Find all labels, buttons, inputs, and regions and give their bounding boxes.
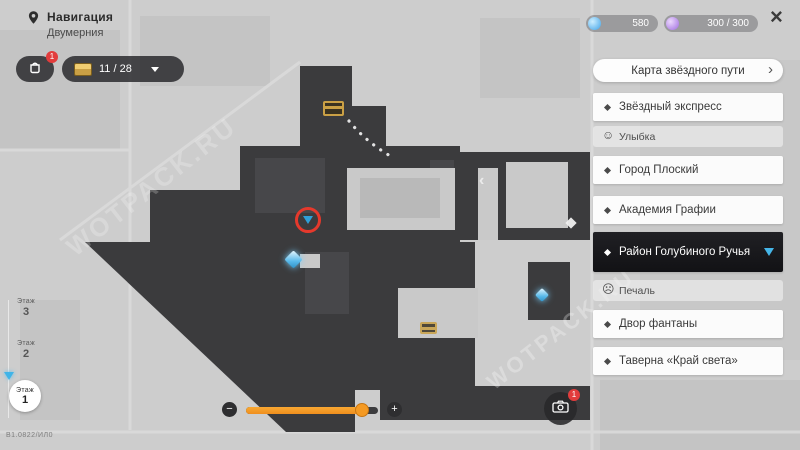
- camera-button[interactable]: 1: [544, 389, 580, 425]
- floor-caption: Этаж: [16, 386, 34, 394]
- version-watermark: В1.0822/ИЛ0: [6, 432, 54, 439]
- stamina-value: 580: [632, 18, 649, 29]
- chest-marker: [420, 322, 437, 334]
- route-dots: [347, 119, 394, 159]
- map-exit-arrow-icon: ‹: [479, 172, 485, 189]
- floor-caption: Этаж: [17, 298, 35, 305]
- floor-2-button[interactable]: Этаж 2: [9, 340, 43, 360]
- chest-count-value: 11 / 28: [99, 63, 132, 75]
- list-item-fountain-court[interactable]: Двор фантаны: [593, 310, 783, 338]
- list-item-label: Двор фантаны: [619, 318, 698, 330]
- zoom-out-button[interactable]: −: [222, 402, 237, 417]
- section-sorrow: ☹ Печаль: [593, 280, 783, 301]
- building-roof: [360, 178, 440, 218]
- list-item-flat-city[interactable]: Город Плоский: [593, 156, 783, 184]
- chest-marker: [323, 101, 344, 116]
- floor-caption: Этаж: [17, 340, 35, 347]
- floor-3-button[interactable]: Этаж 3: [9, 298, 43, 318]
- section-label: Улыбка: [619, 130, 656, 143]
- list-item-label: Звёздный экспресс: [619, 101, 722, 113]
- header: Навигация Двумерния: [26, 10, 113, 39]
- zoom-fill: [246, 407, 363, 414]
- page-subtitle: Двумерния: [47, 27, 104, 39]
- zoom-slider: − +: [222, 400, 402, 420]
- diamond-bullet-icon: [603, 103, 612, 111]
- jade-icon: [666, 17, 679, 30]
- list-item-tavern[interactable]: Таверна «Край света»: [593, 347, 783, 375]
- list-item-academy[interactable]: Академия Графии: [593, 196, 783, 224]
- list-item-label: Таверна «Край света»: [619, 355, 738, 367]
- location-pin-icon: [26, 10, 41, 39]
- section-label: Печаль: [619, 284, 655, 297]
- star-rail-map-button[interactable]: Карта звёздного пути ›: [593, 59, 783, 82]
- sad-face-icon: ☹: [602, 282, 615, 296]
- chest-icon: [74, 62, 92, 76]
- bag-icon: [27, 59, 43, 80]
- chevron-right-icon: ›: [768, 61, 773, 78]
- stamina-icon: [588, 17, 601, 30]
- list-item-dove-creek-selected[interactable]: Район Голубиного Ручья: [593, 232, 783, 272]
- chevron-down-icon: [150, 66, 159, 72]
- stamina-pill[interactable]: 580: [586, 15, 658, 32]
- floor-number: 2: [22, 348, 30, 360]
- diamond-bullet-icon: [603, 357, 612, 365]
- floor-number: 1: [21, 393, 29, 406]
- diamond-bullet-icon: [603, 206, 612, 214]
- zoom-handle[interactable]: [355, 403, 369, 417]
- close-icon[interactable]: ×: [770, 4, 783, 29]
- list-item-label: Район Голубиного Ручья: [619, 245, 751, 258]
- jade-value: 300 / 300: [707, 18, 749, 29]
- camera-icon: [552, 400, 569, 418]
- diamond-bullet-icon: [603, 248, 612, 256]
- inventory-button[interactable]: 1: [16, 51, 58, 82]
- zoom-in-button[interactable]: +: [387, 402, 402, 417]
- notification-badge: 1: [46, 51, 58, 63]
- list-item-express[interactable]: Звёздный экспресс: [593, 93, 783, 121]
- current-location-cursor-icon: [764, 248, 774, 256]
- notification-badge: 1: [568, 389, 580, 401]
- map-cursor-icon: [303, 216, 313, 224]
- floor-selected-marker-icon: [4, 372, 14, 380]
- star-rail-map-label: Карта звёздного пути: [631, 64, 745, 77]
- floor-number: 3: [22, 306, 30, 318]
- list-item-label: Город Плоский: [619, 164, 699, 176]
- selected-target-ring[interactable]: [295, 207, 321, 233]
- list-item-label: Академия Графии: [619, 204, 716, 216]
- section-smile: ☺ Улыбка: [593, 126, 783, 147]
- chest-counter[interactable]: 11 / 28: [62, 56, 184, 82]
- floor-1-button-selected[interactable]: Этаж 1: [9, 380, 41, 412]
- smile-face-icon: ☺: [602, 128, 615, 142]
- floor-guide-line: [8, 300, 9, 418]
- diamond-bullet-icon: [603, 166, 612, 174]
- diamond-bullet-icon: [603, 320, 612, 328]
- jade-pill[interactable]: 300 / 300: [664, 15, 758, 32]
- zoom-track[interactable]: [246, 403, 378, 417]
- page-title: Навигация: [47, 10, 114, 24]
